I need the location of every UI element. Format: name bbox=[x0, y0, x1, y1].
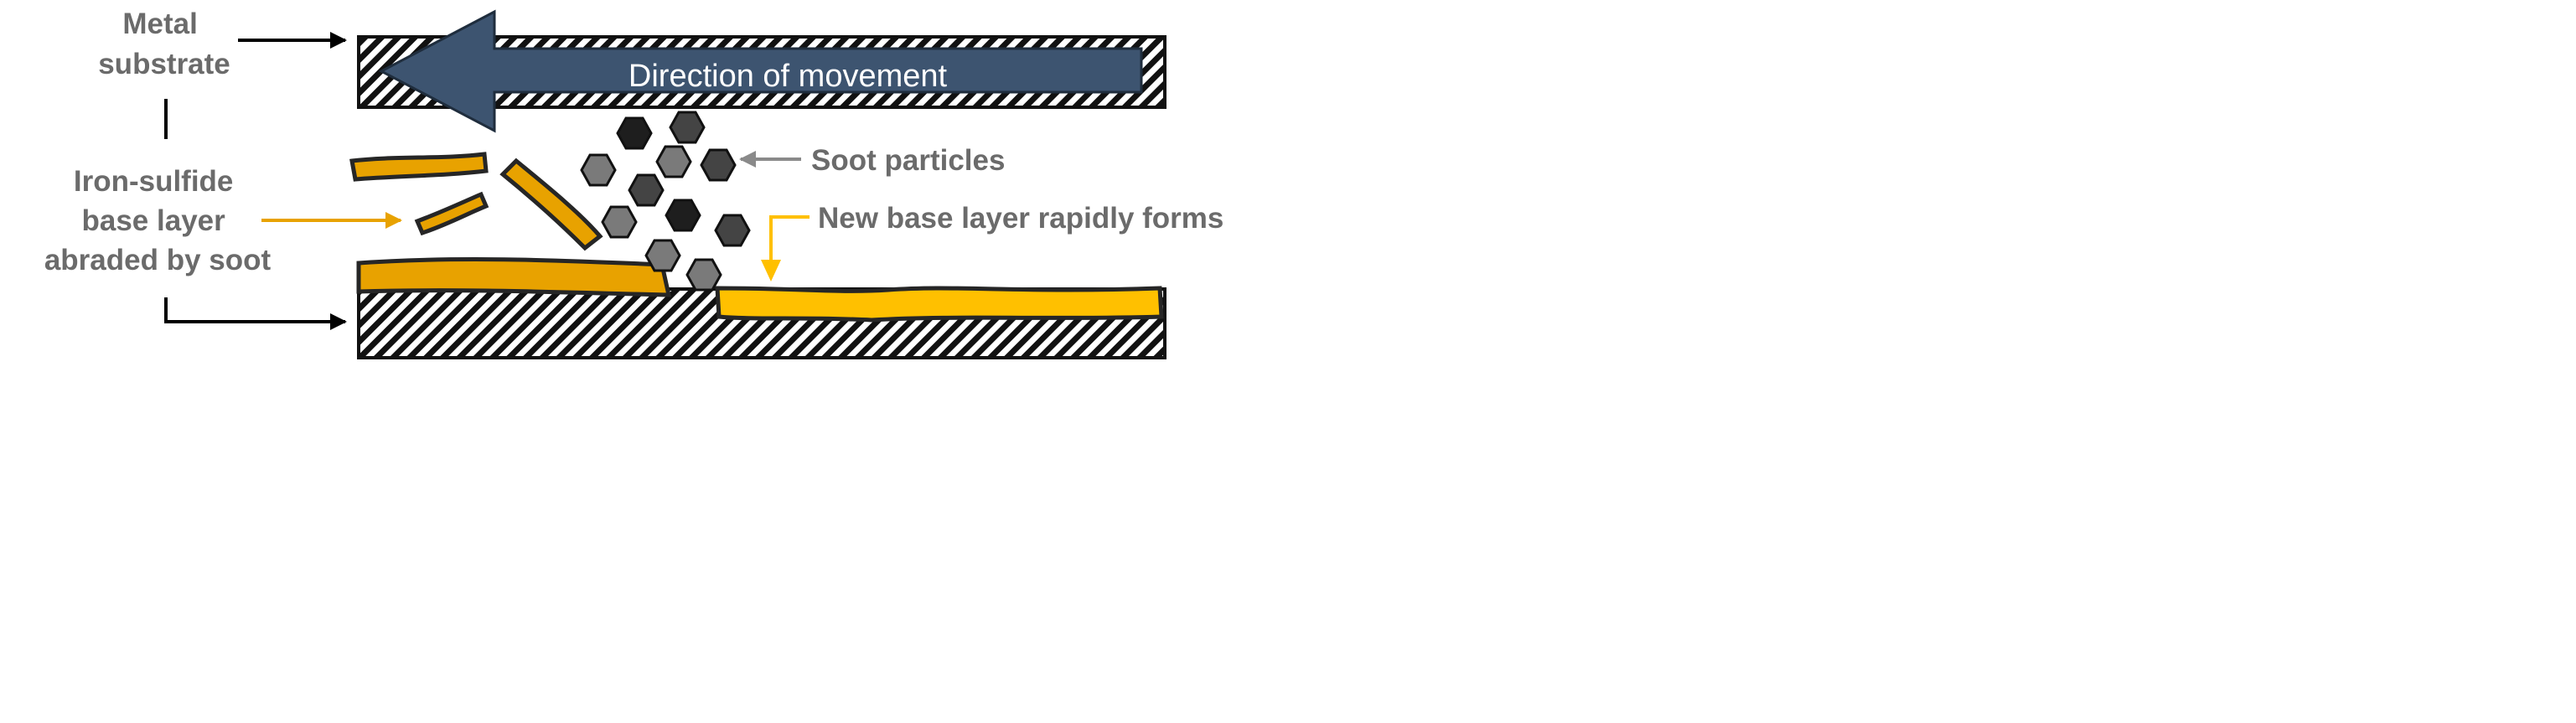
soot-particle bbox=[644, 239, 681, 272]
iron-sulfide-label-line3: abraded by soot bbox=[44, 244, 272, 276]
soot-particle bbox=[616, 116, 653, 150]
soot-particle bbox=[655, 145, 692, 178]
movement-arrow bbox=[378, 9, 1143, 133]
abraded-flake-3 bbox=[499, 158, 603, 251]
movement-arrow-label: Direction of movement bbox=[628, 59, 948, 94]
metal-substrate-label: Metal substrate bbox=[98, 8, 230, 80]
iron-sulfide-label: Iron-sulfide base layer abraded by soot bbox=[44, 165, 272, 276]
soot-particle bbox=[669, 111, 706, 144]
soot-particles-label: Soot particles bbox=[811, 144, 1005, 177]
new-base-layer bbox=[715, 286, 1164, 323]
new-base-layer-arrowhead bbox=[761, 260, 781, 281]
soot-particle bbox=[714, 214, 751, 247]
metal-substrate-label-line1: Metal bbox=[122, 8, 197, 40]
iron-sulfide-label-line1: Iron-sulfide bbox=[74, 165, 234, 198]
abraded-flake-2 bbox=[414, 191, 489, 236]
wear-mechanism-diagram: Direction of movement Metal substrate Ir… bbox=[44, 8, 1223, 359]
metal-substrate-lower-arrow bbox=[164, 297, 347, 330]
soot-particle bbox=[601, 205, 638, 239]
soot-particle bbox=[628, 173, 665, 207]
abraded-flake-1 bbox=[349, 152, 489, 182]
soot-particle bbox=[685, 258, 722, 292]
old-base-layer bbox=[356, 257, 672, 297]
soot-particle bbox=[700, 148, 737, 182]
soot-particle bbox=[665, 199, 701, 232]
soot-particle bbox=[580, 153, 617, 187]
iron-sulfide-label-line2: base layer bbox=[82, 204, 226, 237]
soot-particles-group bbox=[580, 111, 751, 292]
new-base-layer-arrow bbox=[769, 215, 810, 278]
metal-substrate-label-line2: substrate bbox=[98, 48, 230, 80]
new-base-layer-label: New base layer rapidly forms bbox=[818, 202, 1223, 235]
